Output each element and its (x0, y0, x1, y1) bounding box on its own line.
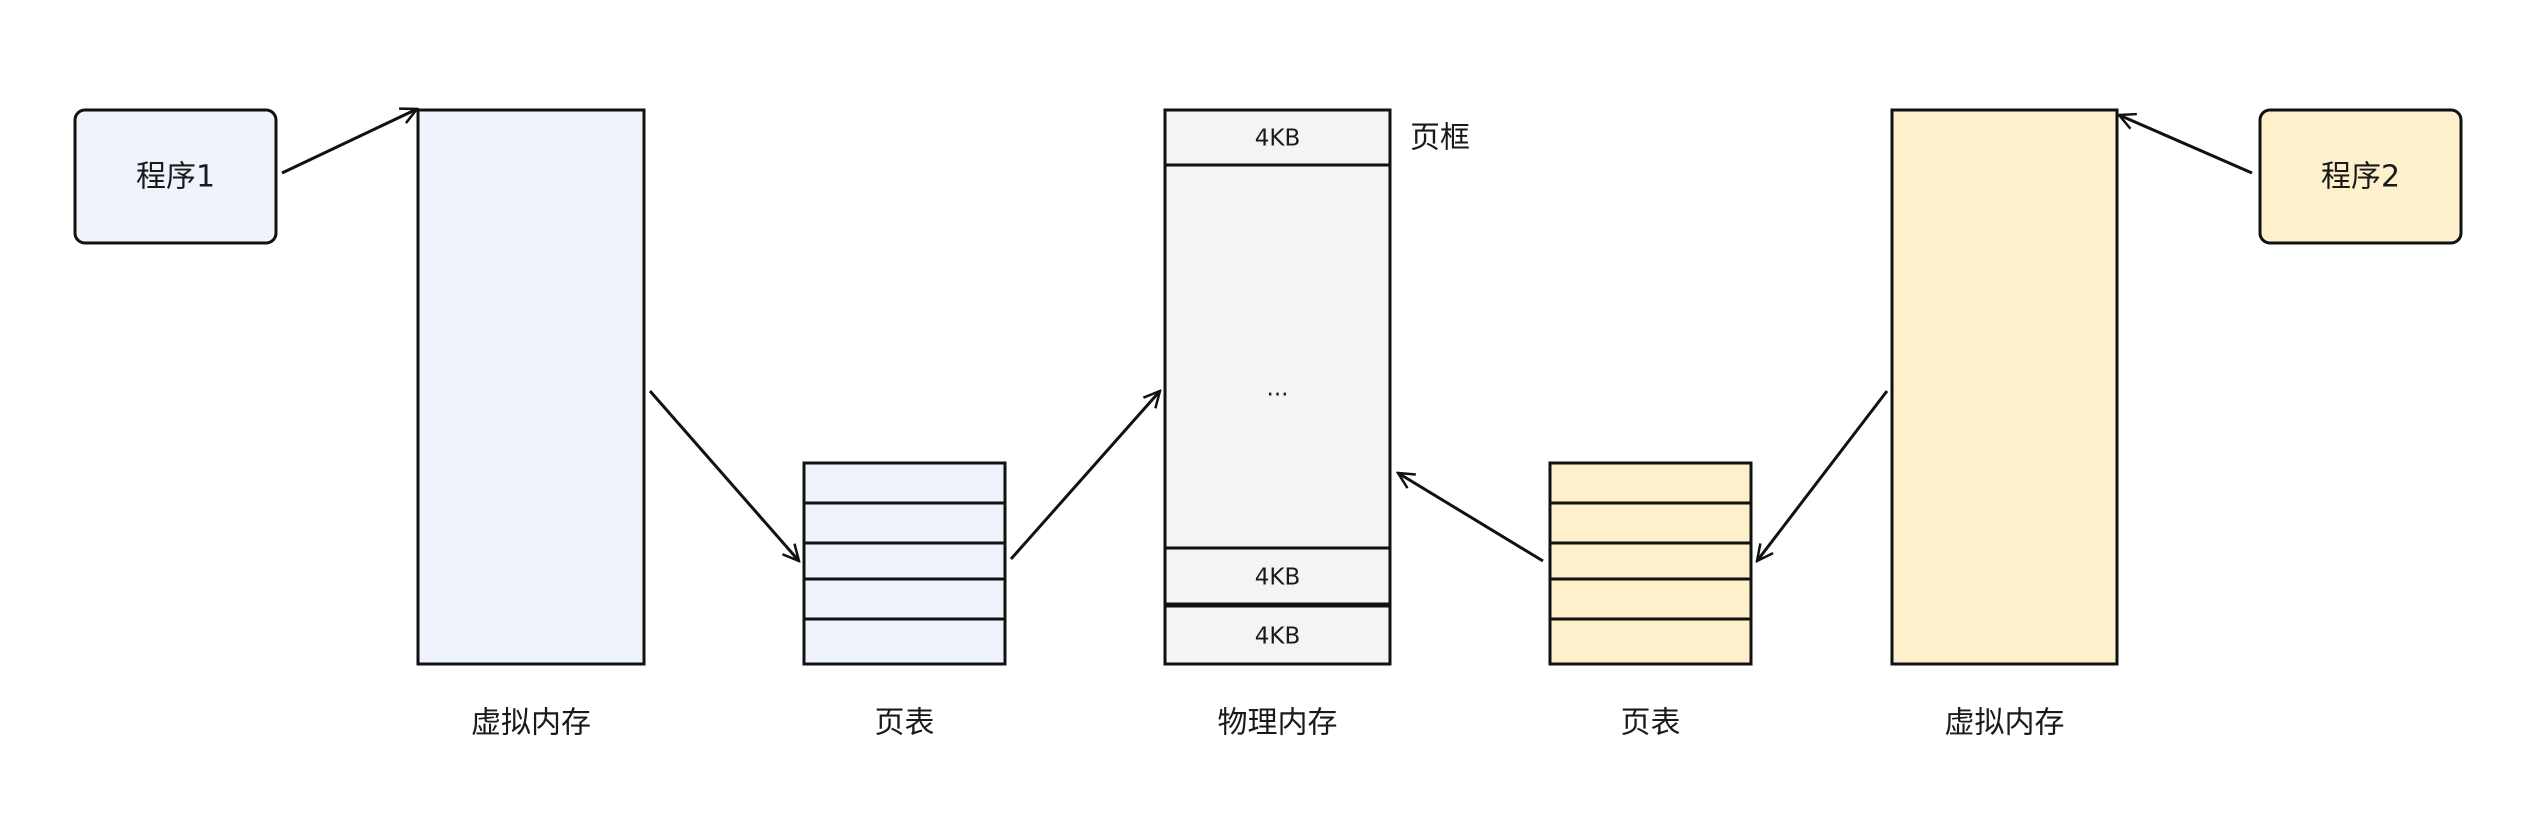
arrow-page-table-to-physical-memory (1009, 391, 1160, 560)
program1-box: 程序1 (73, 108, 278, 245)
arrow-virtual-memory-to-page-table (648, 390, 799, 561)
program2-label: 程序2 (2321, 160, 2400, 195)
left-page-table-label: 页表 (875, 706, 935, 741)
left-page-table: 页表 (802, 461, 1007, 741)
program1-label: 程序1 (136, 160, 215, 195)
arrow-program2-to-virtual-memory (2119, 115, 2253, 175)
right-page-table: 页表 (1548, 461, 1753, 741)
arrow-right-page-table-to-physical-memory (1398, 473, 1544, 563)
right-page-table-label: 页表 (1621, 706, 1681, 741)
right-virtual-memory-rect (1890, 108, 2119, 666)
physical-memory: 4KB ... 4KB 4KB 页框 物理内存 (1163, 108, 1470, 741)
arrow-right-virtual-memory-to-page-table (1757, 390, 1889, 561)
physical-frame-top-label: 4KB (1255, 126, 1301, 152)
right-virtual-memory: 虚拟内存 (1890, 108, 2119, 741)
arrow-program1-to-virtual-memory (281, 109, 417, 175)
left-virtual-memory-rect (416, 108, 646, 666)
left-virtual-memory: 虚拟内存 (416, 108, 646, 741)
right-virtual-memory-label: 虚拟内存 (1945, 706, 2065, 741)
page-frame-caption: 页框 (1410, 121, 1470, 156)
physical-memory-label: 物理内存 (1218, 706, 1338, 741)
physical-frame-b-label: 4KB (1255, 624, 1301, 650)
program2-box: 程序2 (2258, 108, 2463, 245)
physical-memory-ellipsis: ... (1267, 376, 1289, 402)
physical-memory-rect (1163, 108, 1392, 666)
left-page-table-rect (802, 461, 1007, 666)
program1-rect (73, 108, 278, 245)
left-virtual-memory-label: 虚拟内存 (471, 706, 591, 741)
program2-rect (2258, 108, 2463, 245)
physical-frame-a-label: 4KB (1255, 565, 1301, 591)
right-page-table-rect (1548, 461, 1753, 666)
